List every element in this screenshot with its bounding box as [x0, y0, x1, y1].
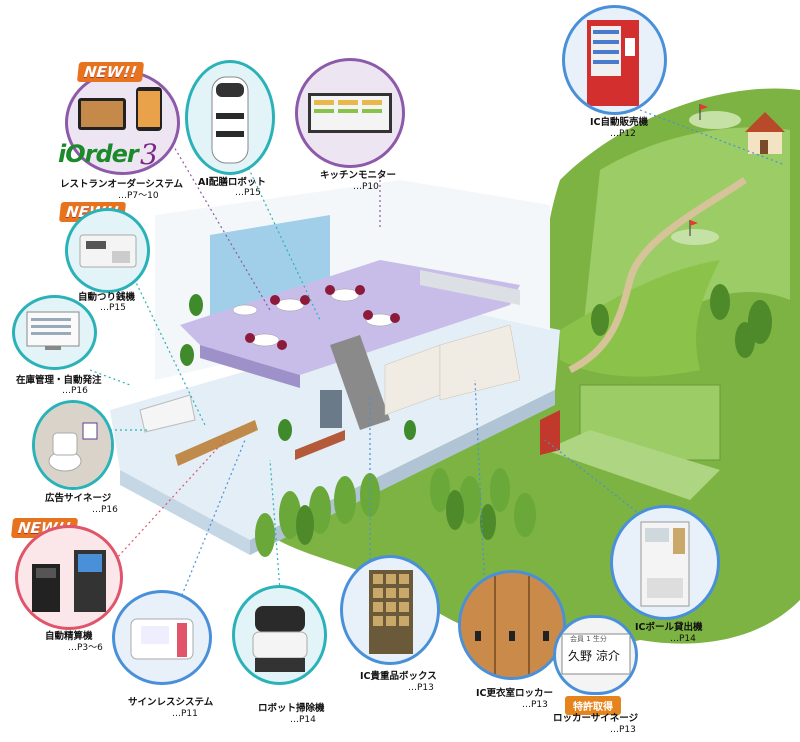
callout-label-ic-valuables-box: IC貴重品ボックス [360, 671, 437, 682]
locker-signage-bubble: 会員 1 生分 久野 涼介 [553, 615, 638, 695]
callout-page-kitchen-monitor: …P10 [353, 182, 379, 192]
callout-page-auto-payment-machine: …P3〜6 [68, 643, 103, 653]
callout-page-ic-valuables-box: …P13 [408, 683, 434, 693]
callout-label-ad-signage: 広告サイネージ [45, 493, 112, 504]
callout-label-ic-ball-dispenser: ICボール貸出機 [635, 622, 703, 633]
locker-sign-name: 久野 涼介 [568, 649, 620, 663]
callout-page-auto-change-machine: …P15 [100, 303, 126, 313]
iorder-brand: iOrder [58, 140, 139, 168]
staircase [330, 335, 390, 430]
auto-change-machine-bubble [65, 208, 150, 293]
inventory-management-bubble [12, 295, 97, 370]
callout-label-ic-vending-machine: IC自動販売機 [590, 117, 649, 128]
ic-valuables-box-bubble [340, 555, 440, 665]
callout-label-ic-changing-locker: IC更衣室ロッカー [476, 688, 554, 699]
callout-label-robot-cleaner: ロボット掃除機 [258, 703, 325, 714]
callout-page-locker-signage: …P13 [610, 725, 636, 735]
new-badge: NEW!! [76, 62, 145, 82]
iorder-version: 3 [140, 138, 158, 171]
restaurant-order-system-bubble [65, 70, 180, 175]
callout-label-auto-payment-machine: 自動精算機 [45, 631, 93, 642]
ai-serving-robot-bubble [185, 60, 275, 175]
signless-system-bubble [112, 590, 212, 685]
ic-ball-dispenser-bubble [610, 505, 720, 620]
callout-page-restaurant-order-system: …P7〜10 [118, 191, 159, 201]
ad-signage-bubble [32, 400, 114, 490]
clubhouse [745, 112, 785, 154]
callout-label-signless-system: サインレスシステム [128, 697, 214, 708]
trees [255, 468, 536, 557]
ic-changing-locker-bubble [458, 570, 566, 680]
auto-payment-machine-bubble [15, 525, 123, 630]
callout-page-ad-signage: …P16 [92, 505, 118, 515]
callout-page-ic-changing-locker: …P13 [522, 700, 548, 710]
callout-label-restaurant-order-system: レストランオーダーシステム [60, 179, 184, 190]
ic-vending-machine-bubble [562, 5, 667, 115]
robot-cleaner-bubble [232, 585, 327, 685]
kitchen-monitor-bubble [295, 58, 405, 168]
callout-label-ai-serving-robot: AI配膳ロボット [198, 177, 266, 188]
callout-label-auto-change-machine: 自動つり銭機 [78, 292, 136, 303]
patent-badge: 特許取得 [565, 696, 621, 715]
callout-page-ai-serving-robot: …P15 [235, 188, 261, 198]
callout-page-signless-system: …P11 [172, 709, 198, 719]
callout-page-robot-cleaner: …P14 [290, 715, 316, 725]
locker-rows [384, 324, 521, 416]
callout-label-locker-signage: ロッカーサイネージ [553, 713, 639, 724]
callout-label-inventory-management: 在庫管理・自動発注 [16, 375, 102, 386]
locker-sign-header: 会員 1 生分 [570, 635, 607, 643]
callout-page-ic-vending-machine: …P12 [610, 129, 636, 139]
callout-label-kitchen-monitor: キッチンモニター [320, 170, 397, 181]
callout-page-inventory-management: …P16 [62, 386, 88, 396]
callout-page-ic-ball-dispenser: …P14 [670, 634, 696, 644]
